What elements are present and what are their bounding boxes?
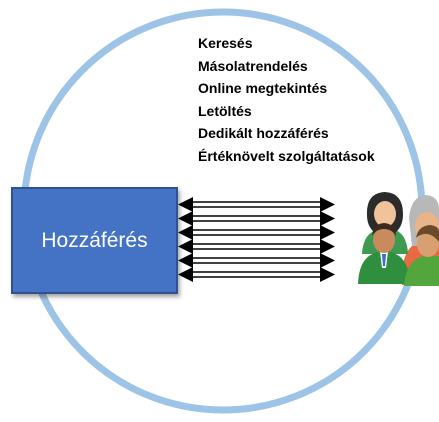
double-arrow bbox=[178, 267, 335, 282]
double-arrow bbox=[178, 225, 335, 240]
double-arrow bbox=[178, 211, 335, 226]
double-arrow bbox=[178, 197, 335, 212]
users-group-icon bbox=[358, 192, 439, 286]
service-list: Keresés Másolatrendelés Online megtekint… bbox=[198, 32, 375, 167]
service-item-copy-order: Másolatrendelés bbox=[198, 57, 308, 74]
service-item-online-view: Online megtekintés bbox=[198, 80, 328, 96]
service-item-download: Letöltés bbox=[198, 102, 252, 119]
service-item-value-added: Értéknövelt szolgáltatások bbox=[198, 147, 375, 164]
user-figure-front-left bbox=[358, 223, 410, 284]
arrow-group bbox=[178, 197, 335, 282]
service-item-search: Keresés bbox=[198, 35, 253, 51]
access-box-label: Hozzáférés bbox=[41, 228, 148, 252]
double-arrow bbox=[178, 239, 335, 254]
double-arrow bbox=[178, 253, 335, 268]
service-item-dedicated-access: Dedikált hozzáférés bbox=[198, 125, 329, 141]
user-figure-front-right bbox=[404, 225, 439, 286]
access-box: Hozzáférés bbox=[11, 187, 178, 294]
